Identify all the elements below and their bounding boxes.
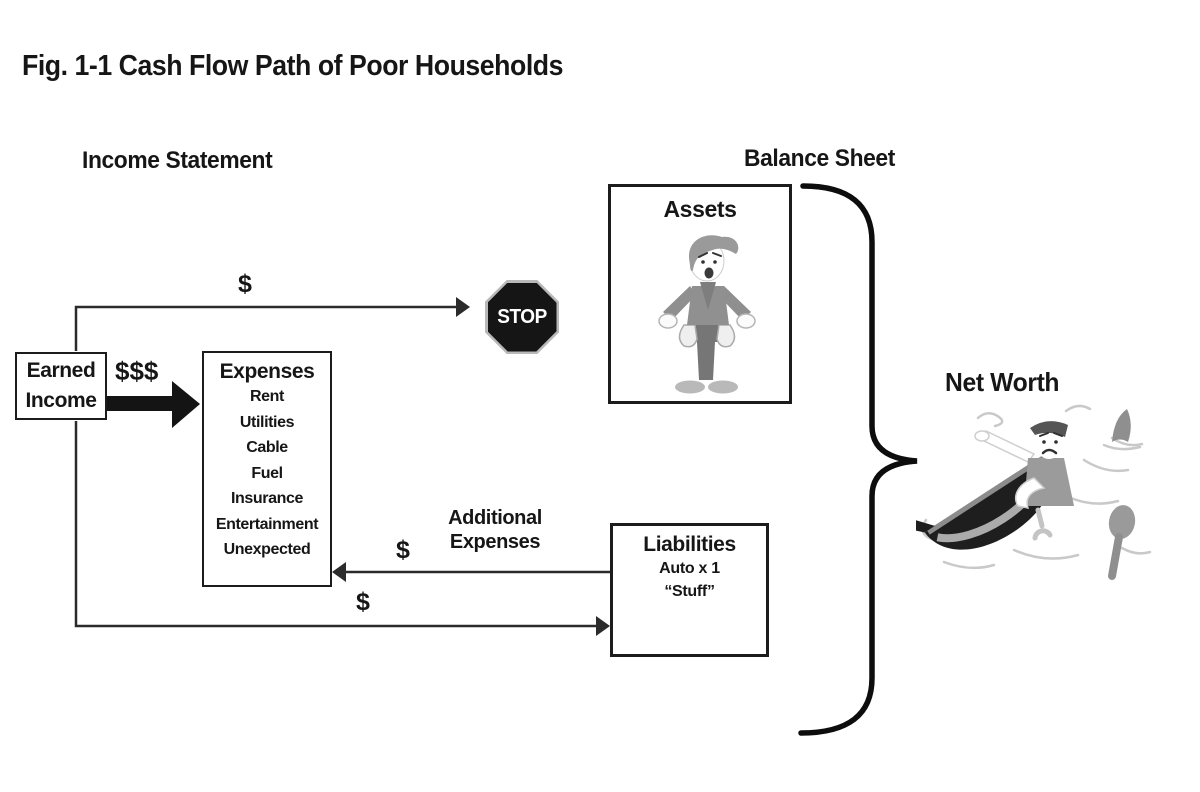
liability-item-auto: Auto x 1 xyxy=(659,560,720,577)
shark-fin-icon xyxy=(1102,409,1142,451)
arrow-earned-to-stop-head xyxy=(456,297,470,317)
wave-lines xyxy=(921,404,1152,570)
expense-item-rent: Rent xyxy=(250,388,284,405)
stop-sign-label: STOP xyxy=(497,305,547,328)
liabilities-box: Liabilities Auto x 1 “Stuff” xyxy=(610,523,769,657)
dollar-label-to-stop: $ xyxy=(238,270,252,298)
expense-item-fuel: Fuel xyxy=(251,464,283,482)
additional-expenses-line1: Additional xyxy=(448,507,542,529)
arrow-liabilities-to-expenses-head xyxy=(332,562,346,582)
dollar-label-to-liabilities: $ xyxy=(356,588,370,616)
figure-title: Fig. 1-1 Cash Flow Path of Poor Househol… xyxy=(22,50,564,82)
paddle-icon xyxy=(1108,505,1136,580)
expense-item-unexpected: Unexpected xyxy=(223,541,311,558)
arrow-earned-to-stop-line xyxy=(74,305,456,351)
liability-item-stuff: “Stuff” xyxy=(664,583,715,600)
additional-expenses-label: Additional Expenses xyxy=(425,506,565,554)
expense-item-entertainment: Entertainment xyxy=(215,515,319,533)
expenses-title: Expenses xyxy=(219,360,315,383)
balance-sheet-heading: Balance Sheet xyxy=(744,145,895,172)
expenses-box: Expenses Rent Utilities Cable Fuel Insur… xyxy=(202,351,332,587)
net-worth-heading: Net Worth xyxy=(945,367,1060,397)
money-arrow xyxy=(107,381,200,428)
arrow-earned-to-liabilities-head xyxy=(596,616,610,636)
assets-title: Assets xyxy=(663,196,737,222)
expense-item-insurance: Insurance xyxy=(231,490,303,507)
income-statement-heading: Income Statement xyxy=(82,147,273,174)
empty-pockets-man-icon xyxy=(658,235,756,394)
stop-sign-icon: STOP xyxy=(485,280,559,354)
wrench-icon xyxy=(1032,507,1053,541)
earned-income-line1: Earned xyxy=(26,359,96,382)
additional-expenses-line2: Expenses xyxy=(449,531,541,553)
boat-man xyxy=(974,421,1074,509)
dollar-label-liabilities-to-expenses: $ xyxy=(396,536,410,564)
expense-item-utilities: Utilities xyxy=(239,413,295,431)
curly-brace xyxy=(798,183,918,736)
triple-dollar-label: $$$ xyxy=(115,356,159,386)
earned-income-line2: Income xyxy=(25,389,97,412)
sinking-boat-icon xyxy=(916,404,1152,580)
earned-income-box: Earned Income xyxy=(15,352,107,420)
expense-item-cable: Cable xyxy=(246,439,288,456)
liabilities-title: Liabilities xyxy=(643,533,736,556)
